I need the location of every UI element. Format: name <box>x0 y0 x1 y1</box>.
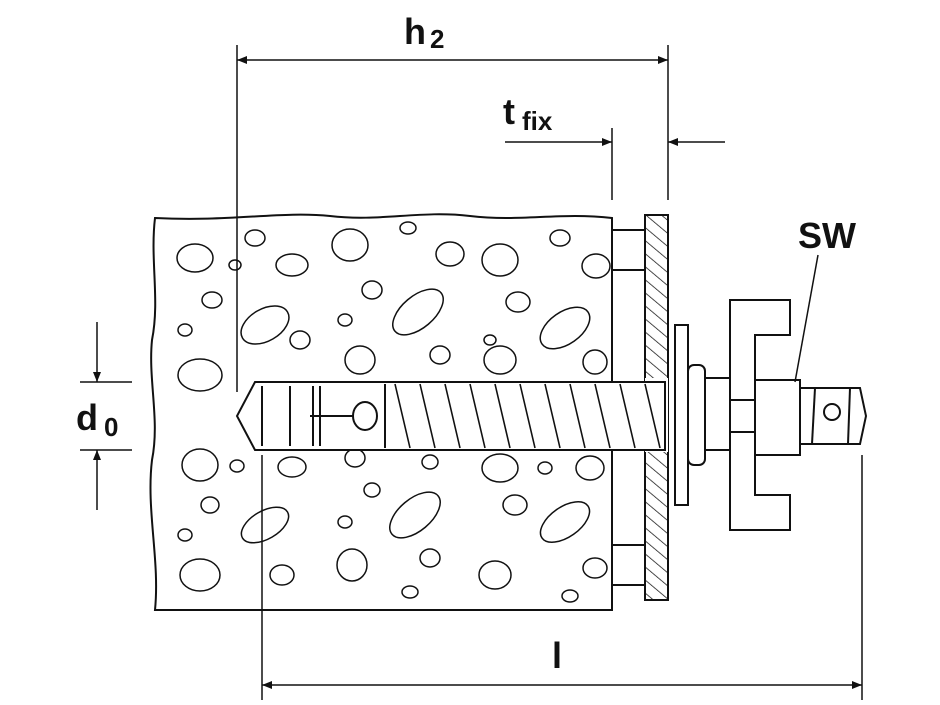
dimension-h2: h 2 <box>236 11 669 392</box>
dimension-tfix: t fix <box>503 91 725 200</box>
l-label: l <box>552 635 562 676</box>
tfix-subscript: fix <box>522 106 553 136</box>
sw-label: SW <box>798 215 856 256</box>
d0-subscript: 0 <box>104 412 118 442</box>
dimension-l: l <box>261 455 863 700</box>
anchor-bolt <box>235 299 868 531</box>
d0-label: d <box>76 397 98 438</box>
h2-label: h <box>404 11 426 52</box>
concrete-base <box>149 213 613 611</box>
wrench-size-callout: SW <box>794 215 856 383</box>
h2-subscript: 2 <box>430 24 444 54</box>
tfix-label: t <box>503 91 515 132</box>
dimension-d0: d 0 <box>76 322 132 510</box>
aggregate-stones <box>176 221 611 603</box>
